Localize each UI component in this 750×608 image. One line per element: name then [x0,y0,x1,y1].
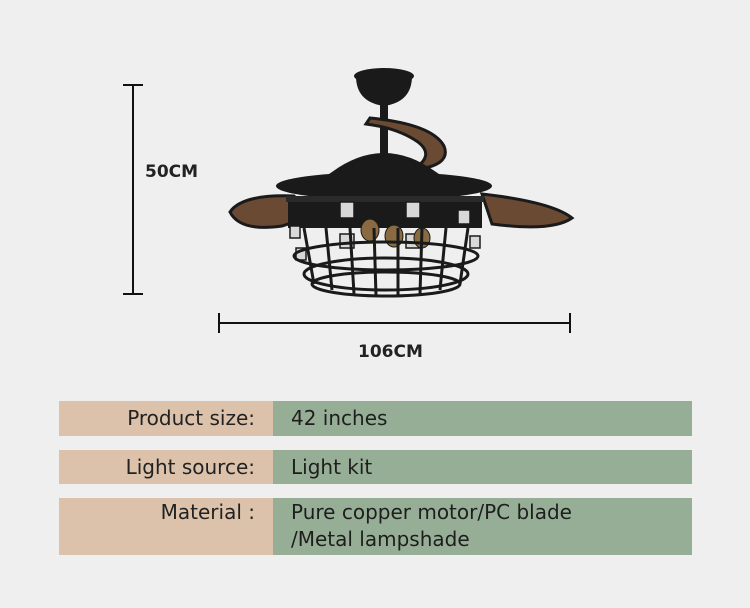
spec-row-material: Material : Pure copper motor/PC blade /M… [59,498,692,555]
width-dimension-line [218,313,571,333]
spec-label: Light source: [59,450,273,484]
ceiling-fan-image [228,68,575,298]
height-label: 50CM [145,162,199,182]
spec-value: Pure copper motor/PC blade /Metal lampsh… [273,498,692,555]
spec-value: Light kit [273,450,692,484]
spec-value: 42 inches [273,401,692,436]
height-dimension-line [123,84,143,295]
spec-label: Product size: [59,401,273,436]
width-label: 106CM [358,342,423,362]
spec-row-product-size: Product size: 42 inches [59,401,692,436]
spec-label: Material : [59,498,273,555]
spec-row-light-source: Light source: Light kit [59,450,692,484]
